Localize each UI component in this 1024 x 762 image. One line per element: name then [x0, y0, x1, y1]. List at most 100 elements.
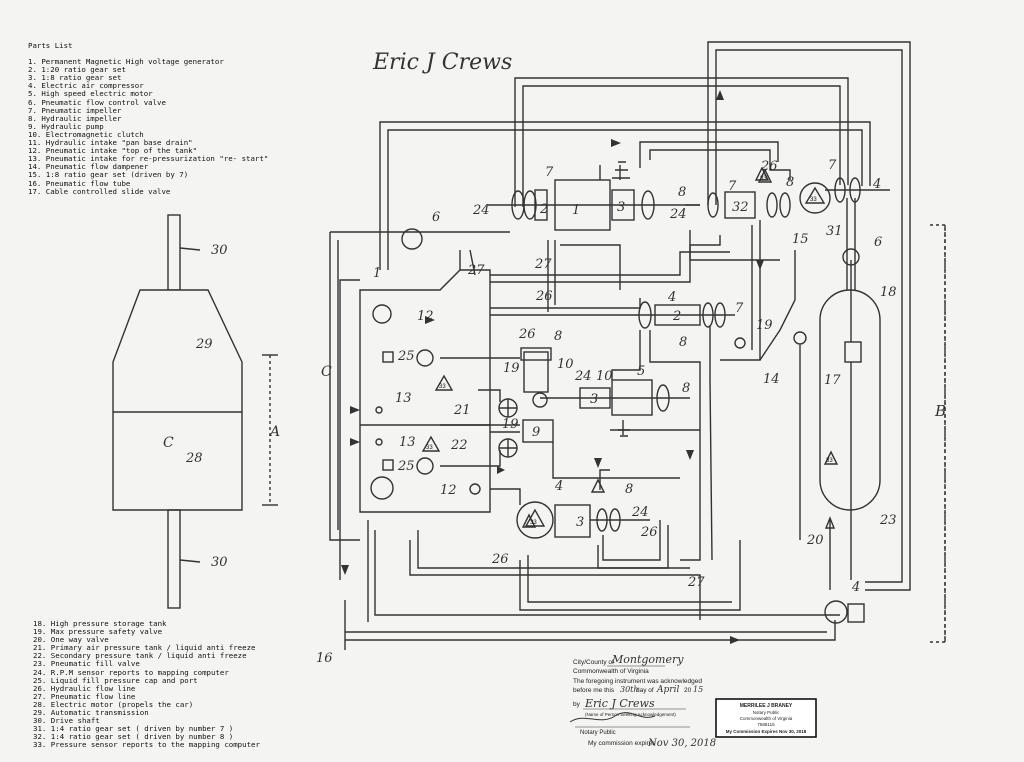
callout-14: 14	[763, 372, 780, 387]
parts-list-item: 9. Hydraulic pump	[28, 121, 104, 131]
parts-list-item: 7. Pneumatic impeller	[28, 105, 122, 115]
stamp-line4: 7588115	[757, 722, 775, 727]
parts-list-item: 19. Max pressure safety valve	[33, 627, 163, 637]
callout-4-a: 4	[872, 177, 881, 192]
parts-list-item: 6. Pneumatic flow control valve	[28, 97, 166, 107]
callout-31: 31	[826, 224, 843, 239]
callout-22: 22	[450, 438, 468, 453]
notary-ack-line2: before me this	[573, 687, 615, 694]
notary-day: 30th	[620, 685, 639, 694]
callout-20: 20	[806, 533, 824, 548]
parts-list-item: 26. Hydraulic flow line	[33, 683, 136, 693]
callout-8-c: 8	[786, 175, 794, 190]
parts-list-item: 24. R.P.M sensor reports to mapping comp…	[33, 667, 229, 677]
callout-23: 23	[879, 513, 897, 528]
tank-21-22	[359, 269, 491, 513]
parts-list-item: 23. Pneumatic fill valve	[33, 659, 140, 669]
sensor-33-a: 33	[439, 384, 446, 390]
callout-1-tank: 1	[373, 266, 381, 281]
callout-26-e: 26	[760, 159, 778, 174]
callout-3-a: 3	[617, 200, 625, 215]
dimension-label-c: C	[321, 364, 332, 380]
callout-19-a: 19	[503, 361, 520, 376]
callout-7-b: 7	[728, 179, 737, 194]
callout-3-b: 3	[590, 392, 598, 407]
callout-2-a: 2	[539, 202, 548, 217]
callout-9: 9	[532, 425, 540, 440]
callout-32: 32	[732, 200, 749, 215]
parts-list-item: 20. One way valve	[33, 635, 109, 645]
flow-arrows	[341, 90, 764, 644]
parts-list-item: 33. Pressure sensor reports to the mappi…	[33, 740, 260, 750]
parts-list-item: 16. Pneumatic flow tube	[28, 178, 131, 188]
parts-list-heading: Parts List	[28, 41, 73, 50]
notary-signer: Eric J Crews	[584, 697, 655, 710]
notary-year: 15	[693, 685, 703, 694]
callout-15: 15	[792, 232, 809, 247]
parts-list-item: 11. Hydraulic intake "pan base drain"	[28, 138, 193, 148]
sensor-labels: 33 33 33 33 33 33	[426, 176, 833, 526]
notary-public-label: Notary Public	[580, 730, 616, 736]
stamp-line2: Notary Public	[753, 710, 781, 715]
parts-list-item: 29. Automatic transmission	[33, 708, 149, 718]
middle-machinery	[498, 301, 807, 458]
drive-assembly	[112, 214, 278, 609]
callout-17: 17	[824, 373, 841, 388]
callout-2-b: 2	[672, 309, 681, 324]
parts-list-item: 2. 1:20 ratio gear set	[28, 65, 126, 75]
callout-26-c: 26	[640, 525, 658, 540]
parts-list-item: 32. 1:4 ratio gear set ( driven by numbe…	[33, 732, 234, 742]
notary-block: City/County of Montgomery Commonwealth o…	[569, 653, 817, 749]
parts-list-item: 28. Electric motor (propels the car)	[33, 699, 194, 709]
callout-numbers: 29 28 30 30 6 6 12 12 13 13 25 25 21 22 …	[185, 158, 897, 666]
callout-26-b: 26	[491, 552, 509, 567]
notary-day-of: day of	[636, 687, 654, 694]
callout-24-c: 24	[631, 505, 649, 520]
notary-commission-value: Nov 30, 2018	[647, 738, 716, 749]
stamp-line3: Commonwealth of Virginia	[740, 716, 793, 721]
notary-commonwealth: Commonwealth of Virginia	[573, 668, 649, 675]
callout-4-c: 4	[554, 479, 563, 494]
callout-25-bottom: 25	[397, 459, 415, 474]
callout-1: 1	[572, 203, 580, 218]
callout-16: 16	[316, 651, 333, 666]
parts-list-item: 22. Secondary pressure tank / liquid ant…	[33, 651, 247, 661]
parts-list-item: 18. High pressure storage tank	[33, 619, 167, 628]
notary-county-value: Montgomery	[611, 653, 684, 666]
parts-list-item: 25. Liquid fill pressure cap and port	[33, 675, 198, 685]
notary-ack-line1: The foregoing instrument was acknowledge…	[573, 678, 702, 685]
sensor-33-e: 33	[826, 458, 833, 464]
callout-27-b: 27	[534, 257, 552, 272]
notary-county-label: City/County of	[573, 659, 614, 666]
callout-8-d: 8	[679, 335, 687, 350]
stamp-line5: My Commission Expires Nov 30, 2018	[726, 729, 807, 734]
notary-year-prefix: 20	[684, 687, 692, 694]
sensor-33-b: 33	[426, 445, 433, 451]
notary-month: April	[656, 685, 679, 695]
parts-list-item: 4. Electric air compressor	[28, 81, 144, 91]
callout-19-c: 19	[756, 318, 773, 333]
outer-pipes	[329, 41, 946, 650]
stamp-line1: MERRILEE J BRANEY	[740, 703, 793, 709]
callout-12-bottom: 12	[440, 483, 457, 498]
callout-27-c: 27	[687, 575, 705, 590]
callout-24-a: 24	[472, 203, 490, 218]
callout-8-a: 8	[554, 329, 562, 344]
callout-4-b: 4	[667, 290, 676, 305]
callout-7-c: 7	[828, 158, 837, 173]
callout-28: 28	[185, 451, 203, 466]
parts-list-item: 3. 1:8 ratio gear set	[28, 73, 122, 83]
callout-26-a: 26	[535, 289, 553, 304]
callout-25-top: 25	[397, 349, 415, 364]
callout-4-d: 4	[851, 580, 860, 595]
callout-8-f: 8	[625, 482, 633, 497]
notary-stamp	[715, 698, 817, 738]
parts-list-item: 21. Primary air pressure tank / liquid a…	[33, 643, 256, 653]
callout-13-top: 13	[395, 391, 412, 406]
sensor-33-d: 33	[530, 520, 537, 526]
parts-list-item: 1. Permanent Magnetic High voltage gener…	[28, 57, 224, 67]
callout-8-b: 8	[678, 185, 686, 200]
